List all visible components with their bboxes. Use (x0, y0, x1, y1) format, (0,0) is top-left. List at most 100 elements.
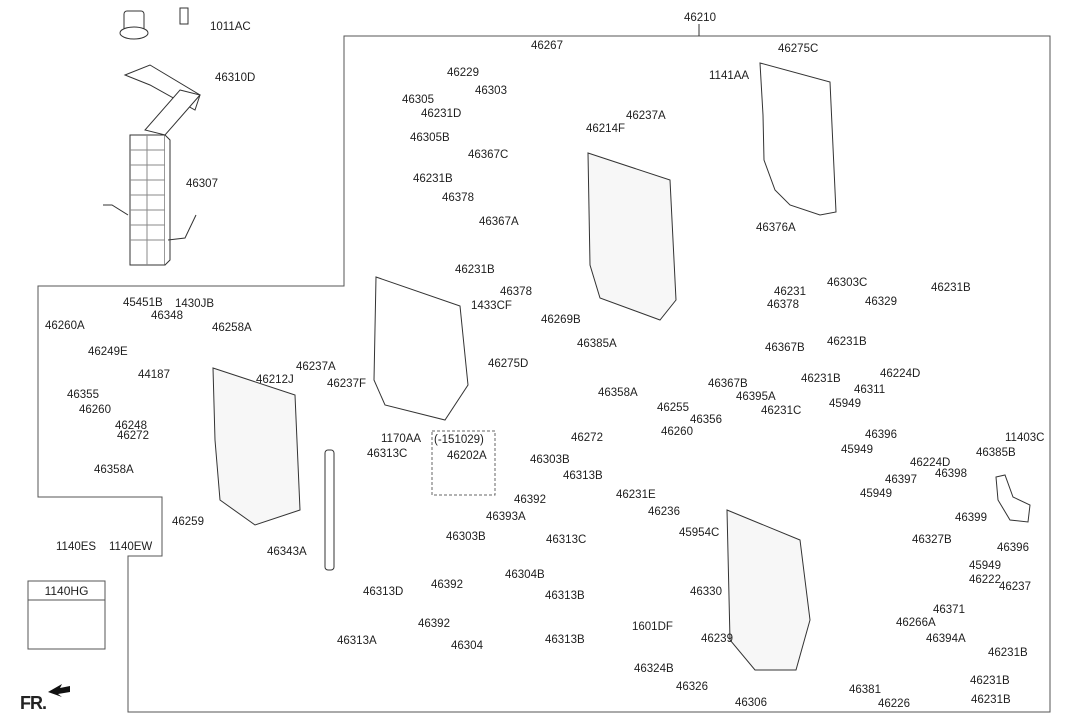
part-label-46313d[interactable]: 46313D (363, 586, 404, 598)
part-label-46237a[interactable]: 46237A (296, 361, 336, 373)
part-label-46358a[interactable]: 46358A (94, 464, 134, 476)
part-label-46392[interactable]: 46392 (418, 618, 450, 630)
part-label-44187[interactable]: 44187 (138, 369, 170, 381)
part-label-1011ac[interactable]: 1011AC (210, 21, 251, 33)
part-label-46231b[interactable]: 46231B (827, 336, 867, 348)
part-label-46343a[interactable]: 46343A (267, 546, 307, 558)
part-label-46356[interactable]: 46356 (690, 414, 722, 426)
part-label-46394a[interactable]: 46394A (926, 633, 966, 645)
part-label-46307[interactable]: 46307 (186, 178, 218, 190)
part-label-46237[interactable]: 46237 (999, 581, 1031, 593)
part-label-46313c[interactable]: 46313C (546, 534, 587, 546)
part-label-46224d[interactable]: 46224D (880, 368, 921, 380)
part-label-46231[interactable]: 46231 (774, 286, 806, 298)
part-label-46260[interactable]: 46260 (661, 426, 693, 438)
part-label-46326[interactable]: 46326 (676, 681, 708, 693)
part-label-46378[interactable]: 46378 (442, 192, 474, 204)
part-label-46397[interactable]: 46397 (885, 474, 917, 486)
part-label-46260[interactable]: 46260 (79, 404, 111, 416)
part-label-45949[interactable]: 45949 (969, 560, 1001, 572)
part-label-46399[interactable]: 46399 (955, 512, 987, 524)
part-label-46248[interactable]: 46248 (115, 420, 147, 432)
part-label-46371[interactable]: 46371 (933, 604, 965, 616)
part-label-46304b[interactable]: 46304B (505, 569, 545, 581)
part-label-46237f[interactable]: 46237F (327, 378, 367, 390)
part-label-46303b[interactable]: 46303B (530, 454, 570, 466)
part-label-46272[interactable]: 46272 (117, 430, 149, 442)
part-label-46329[interactable]: 46329 (865, 296, 897, 308)
part-label-1433cf[interactable]: 1433CF (471, 300, 512, 312)
part-label-46313b[interactable]: 46313B (563, 470, 603, 482)
part-label-46202a[interactable]: 46202A (447, 450, 487, 462)
part-label-46385a[interactable]: 46385A (577, 338, 617, 350)
part-label-46305[interactable]: 46305 (402, 94, 434, 106)
part-label-46355[interactable]: 46355 (67, 389, 99, 401)
part-label-46231b[interactable]: 46231B (931, 282, 971, 294)
part-label-46396[interactable]: 46396 (865, 429, 897, 441)
part-label-46231d[interactable]: 46231D (421, 108, 462, 120)
part-label-46269b[interactable]: 46269B (541, 314, 581, 326)
part-label-46231b[interactable]: 46231B (971, 694, 1011, 706)
part-label-45451b[interactable]: 45451B (123, 297, 163, 309)
part-label-46226[interactable]: 46226 (878, 698, 910, 710)
part-label-46222[interactable]: 46222 (969, 574, 1001, 586)
part-label-46367c[interactable]: 46367C (468, 149, 509, 161)
part-label-46398[interactable]: 46398 (935, 468, 967, 480)
part-label-45949[interactable]: 45949 (860, 488, 892, 500)
part-label-46224d[interactable]: 46224D (910, 457, 951, 469)
part-label-46231b[interactable]: 46231B (455, 264, 495, 276)
part-label-46313c[interactable]: 46313C (367, 448, 408, 460)
part-label-46229[interactable]: 46229 (447, 67, 479, 79)
part-label-46212j[interactable]: 46212J (256, 374, 294, 386)
part-label-46378[interactable]: 46378 (500, 286, 532, 298)
part-label-46358a[interactable]: 46358A (598, 387, 638, 399)
part-label-46311[interactable]: 46311 (854, 384, 886, 396)
part-label-1430jb[interactable]: 1430JB (175, 298, 215, 310)
part-label-46275d[interactable]: 46275D (488, 358, 529, 370)
part-label-46367a[interactable]: 46367A (479, 216, 519, 228)
part-label-45949[interactable]: 45949 (829, 398, 861, 410)
part-label-46259[interactable]: 46259 (172, 516, 204, 528)
part-label-46392[interactable]: 46392 (514, 494, 546, 506)
part-label-46260a[interactable]: 46260A (45, 320, 85, 332)
part-label-46324b[interactable]: 46324B (634, 663, 674, 675)
part-label-46275c[interactable]: 46275C (778, 43, 819, 55)
part-label-46378[interactable]: 46378 (767, 299, 799, 311)
part-label-46392[interactable]: 46392 (431, 579, 463, 591)
part-label-46393a[interactable]: 46393A (486, 511, 526, 523)
part-label-46231b[interactable]: 46231B (801, 373, 841, 385)
part-label-46231c[interactable]: 46231C (761, 405, 802, 417)
part-label-45949[interactable]: 45949 (841, 444, 873, 456)
part-label-46304[interactable]: 46304 (451, 640, 483, 652)
part-label-46330[interactable]: 46330 (690, 586, 722, 598)
part-label-1140es[interactable]: 1140ES (56, 541, 97, 553)
part-label-46303c[interactable]: 46303C (827, 277, 868, 289)
part-label-46367b[interactable]: 46367B (765, 342, 805, 354)
part-label-46305b[interactable]: 46305B (410, 132, 450, 144)
part-label-1140ew[interactable]: 1140EW (109, 541, 153, 553)
part-label-46367b[interactable]: 46367B (708, 378, 748, 390)
part-label-1601df[interactable]: 1601DF (632, 621, 673, 633)
part-label-46376a[interactable]: 46376A (756, 222, 796, 234)
part-label-46306[interactable]: 46306 (735, 697, 767, 709)
part-label-46231b[interactable]: 46231B (970, 675, 1010, 687)
part-label-46258a[interactable]: 46258A (212, 322, 252, 334)
part-label-46255[interactable]: 46255 (657, 402, 689, 414)
part-label-46237a[interactable]: 46237A (626, 110, 666, 122)
part-label-46231e[interactable]: 46231E (616, 489, 656, 501)
part-label-46210[interactable]: 46210 (684, 12, 716, 24)
part-label-11403c[interactable]: 11403C (1005, 432, 1045, 444)
part-label-46267[interactable]: 46267 (531, 40, 563, 52)
part-label-46231b[interactable]: 46231B (413, 173, 453, 185)
part-label-46385b[interactable]: 46385B (976, 447, 1016, 459)
part-label-46327b[interactable]: 46327B (912, 534, 952, 546)
part-label-46381[interactable]: 46381 (849, 684, 881, 696)
part-label-46313a[interactable]: 46313A (337, 635, 377, 647)
part-label-1170aa[interactable]: 1170AA (381, 433, 422, 445)
part-label-46239[interactable]: 46239 (701, 633, 733, 645)
part-label-46214f[interactable]: 46214F (586, 123, 626, 135)
part-label-45954c[interactable]: 45954C (679, 527, 720, 539)
part-label-46313b[interactable]: 46313B (545, 590, 585, 602)
part-label-46249e[interactable]: 46249E (88, 346, 128, 358)
part-label-46310d[interactable]: 46310D (215, 72, 256, 84)
